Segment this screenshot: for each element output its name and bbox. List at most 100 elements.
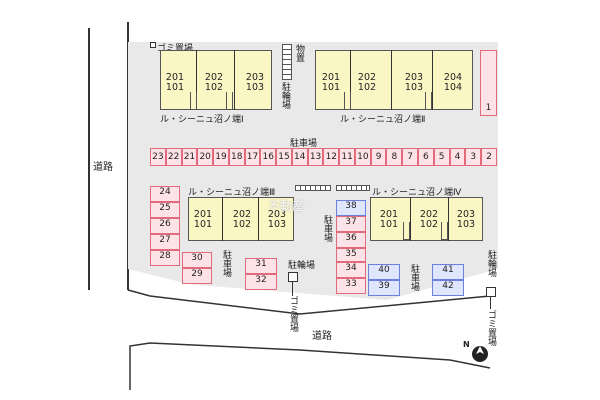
trash-top-icon: [150, 42, 156, 48]
building-3: [188, 197, 294, 241]
parking-slot-40: 40: [368, 264, 400, 280]
b4-wall-1: [410, 197, 411, 241]
storage-icon: [282, 44, 292, 80]
parking-slot-37: 37: [336, 216, 366, 232]
building-4-name: ル・シーニュ沼ノ端Ⅳ: [372, 188, 462, 198]
b4-wall-2: [448, 197, 449, 241]
unit-b3-102: 102: [232, 219, 252, 230]
unit-b3-202: 202: [232, 209, 252, 220]
parking-slot-22: 22: [165, 148, 182, 166]
compass-icon: [472, 346, 488, 362]
trash-top-label: ゴミ置場: [157, 44, 194, 54]
trash2-stem: [490, 297, 491, 309]
b2-wall-3: [432, 50, 433, 110]
parking-slot-6: 6: [418, 148, 434, 166]
parking-slot-31: 31: [245, 258, 277, 274]
parking-slot-14: 14: [291, 148, 308, 166]
trash-bottom2-icon: [486, 287, 496, 297]
unit-b3-101: 101: [193, 219, 213, 230]
b4-stair-2: [441, 222, 448, 240]
building-4: [370, 197, 483, 241]
parking-slot-3: 3: [465, 148, 482, 166]
unit-b4-101: 101: [379, 219, 399, 230]
parking-slot-32: 32: [245, 274, 277, 290]
b2-wall-1: [350, 50, 351, 110]
parking-center-label: 駐車場: [290, 139, 318, 149]
unit-b1-202: 202: [204, 72, 224, 83]
parking-slot-36: 36: [336, 232, 366, 248]
parking-slot-17: 17: [244, 148, 261, 166]
b3-wall-1: [222, 197, 223, 241]
b2-stair-2: [425, 92, 432, 110]
unit-b2-103: 103: [404, 82, 424, 93]
parking-slot-10: 10: [354, 148, 371, 166]
unit-b1-203: 203: [245, 72, 265, 83]
b3-wall-2: [258, 197, 259, 241]
unit-b2-101: 101: [321, 82, 341, 93]
parking-slot-18: 18: [228, 148, 245, 166]
parking-slot-2: 2: [481, 148, 497, 166]
parking-slot-26: 26: [150, 218, 180, 234]
parking-slot-42: 42: [432, 280, 464, 296]
parking-slot-9: 9: [370, 148, 387, 166]
parking-slot-33: 33: [336, 278, 366, 294]
parking-slot-41: 41: [432, 264, 464, 280]
trash-bottom2-label: ゴミ置場: [486, 310, 496, 346]
unit-b2-102: 102: [357, 82, 377, 93]
b1-stair-1: [190, 92, 197, 110]
parking-slot-25: 25: [150, 202, 180, 218]
road-label-west: 道路: [93, 162, 113, 173]
unit-b4-203: 203: [456, 209, 476, 220]
parking-slot-16: 16: [260, 148, 277, 166]
parking-slot-21: 21: [181, 148, 198, 166]
b2-wall-2: [391, 50, 392, 110]
building-3-name: ル・シーニュ沼ノ端Ⅲ: [188, 188, 276, 198]
bike-right-label: 駐輪場: [486, 250, 496, 277]
unit-b2-203: 203: [404, 72, 424, 83]
b1-wall-2: [234, 50, 235, 110]
parking-slot-1: 1: [480, 50, 497, 116]
b1-stair-2: [226, 92, 233, 110]
unit-b1-102: 102: [204, 82, 224, 93]
road-edge-west: [88, 28, 90, 290]
unit-b2-202: 202: [357, 72, 377, 83]
trash-bottom1-icon: [288, 272, 298, 282]
building-1-name: ル・シーニュ沼ノ端Ⅰ: [160, 115, 244, 125]
parking-slot-29: 29: [182, 268, 212, 284]
parking-slot-4: 4: [449, 148, 466, 166]
building-2-name: ル・シーニュ沼ノ端Ⅱ: [340, 115, 426, 125]
storage-label: 物置: [294, 44, 304, 62]
parking-slot-27: 27: [150, 234, 180, 250]
unit-b4-103: 103: [456, 219, 476, 230]
unit-b2-104: 104: [443, 82, 463, 93]
unit-b3-201: 201: [193, 209, 213, 220]
parking-v2-label: 駐車場: [322, 215, 332, 242]
parking-slot-38: 38: [336, 200, 366, 216]
building-1: [160, 50, 272, 110]
unit-b4-202: 202: [419, 209, 439, 220]
unit-b1-103: 103: [245, 82, 265, 93]
parking-slot-15: 15: [276, 148, 292, 166]
parking-slot-39: 39: [368, 280, 400, 296]
trash1-stem: [292, 282, 293, 296]
unit-b3-103: 103: [267, 219, 287, 230]
trash-bottom1-label: ゴミ置場: [288, 296, 298, 332]
parking-slot-5: 5: [433, 148, 450, 166]
building-2: [315, 50, 473, 110]
bike-rack-top-2: [336, 185, 370, 191]
parking-slot-23: 23: [150, 148, 166, 166]
unit-b3-203: 203: [267, 209, 287, 220]
parking-slot-11: 11: [339, 148, 355, 166]
parking-v1-label: 駐車場: [221, 250, 231, 277]
unit-b1-201: 201: [165, 72, 185, 83]
unit-b4-102: 102: [419, 219, 439, 230]
b4-stair-1: [403, 222, 410, 240]
b1-wall-1: [196, 50, 197, 110]
b2-stair-1: [344, 92, 351, 110]
parking-slot-20: 20: [197, 148, 214, 166]
parking-slot-35: 35: [336, 248, 366, 262]
parking-slot-34: 34: [336, 262, 366, 278]
